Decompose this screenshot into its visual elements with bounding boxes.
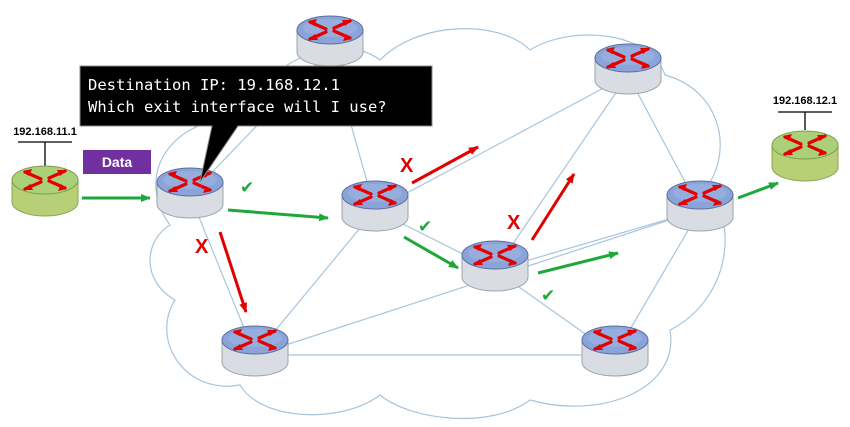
x-mark-icon: X	[400, 155, 414, 177]
router-top-right	[593, 42, 663, 96]
data-packet-tag: Data	[83, 150, 151, 174]
path-arrows-rejected	[218, 145, 576, 313]
check-icon: ✔	[240, 178, 254, 198]
router-center	[340, 179, 410, 233]
arrow-icon-reject-up	[411, 145, 479, 185]
router-bottom-left	[220, 324, 290, 378]
arrow-icon-right-to-destination	[737, 181, 779, 200]
destination-router-icon	[770, 129, 840, 183]
arrow-icon-center-to-center-right	[403, 235, 459, 270]
router-center-right	[460, 239, 530, 293]
source-router-icon	[10, 164, 80, 218]
path-arrows-accepted	[82, 181, 779, 275]
check-icon: ✔	[418, 217, 432, 237]
router-right	[665, 179, 735, 233]
destination-ip-label: 192.168.12.1	[773, 95, 837, 107]
source-ip-label: 192.168.11.1	[13, 126, 77, 138]
arrow-icon-reject-down	[218, 231, 248, 313]
data-tag-label: Data	[102, 154, 133, 170]
router-top	[295, 14, 365, 68]
x-mark-icon: X	[507, 212, 521, 234]
callout-line-1: Destination IP: 19.168.12.1	[88, 76, 340, 94]
arrow-icon-center-right-forward	[537, 251, 619, 275]
check-icon: ✔	[541, 286, 555, 306]
x-mark-icon: X	[195, 236, 209, 258]
destination-host: 192.168.12.1	[770, 95, 840, 183]
source-host: 192.168.11.1	[10, 126, 80, 218]
arrow-icon-ingress-to-center	[227, 208, 329, 222]
callout-bubble: Destination IP: 19.168.12.1 Which exit i…	[79, 65, 433, 183]
callout-line-2: Which exit interface will I use?	[88, 98, 387, 116]
router-ingress	[155, 166, 225, 220]
router-bottom-right	[580, 324, 650, 378]
arrow-icon-reject-up-right	[530, 173, 576, 241]
